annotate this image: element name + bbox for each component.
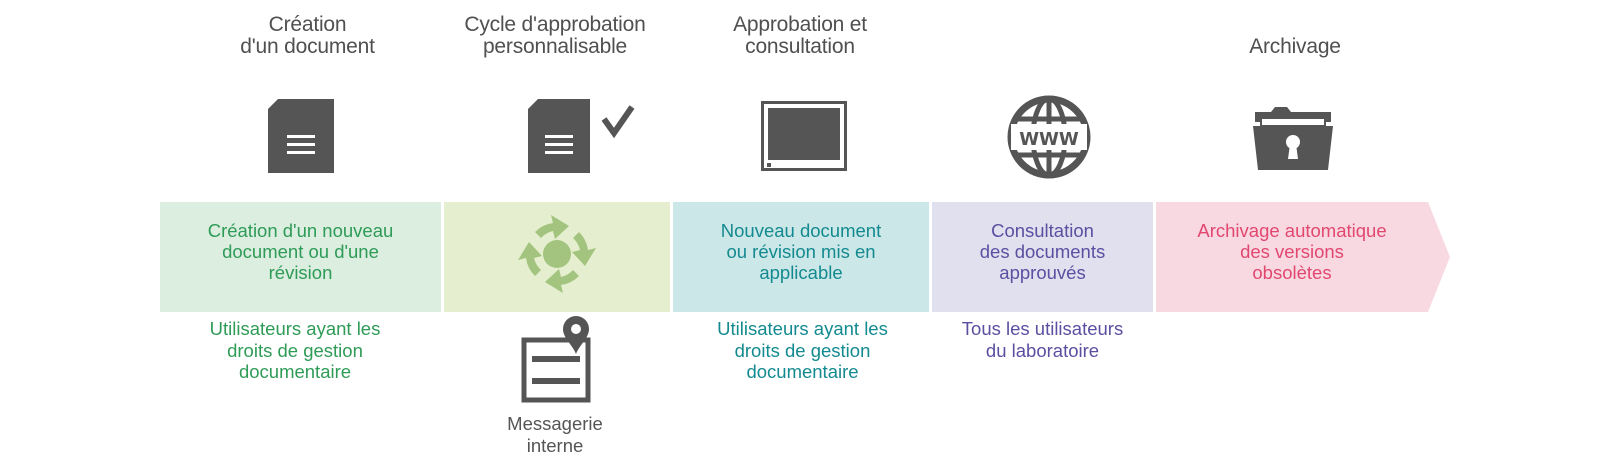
stage-4-band-text: Consultation des documents approuvés <box>979 220 1106 283</box>
stage-5-band-arrow <box>1156 202 1450 312</box>
stage-4-users-text: Tous les utilisateurs du laboratoire <box>961 318 1124 361</box>
svg-text:WWW: WWW <box>1019 129 1079 150</box>
stage-1-users-text: Utilisateurs ayant les droits de gestion… <box>209 318 381 382</box>
stage-1-title: Création d'un document <box>240 13 375 58</box>
stage-3-title: Approbation et consultation <box>733 13 867 58</box>
stage-4-band <box>932 202 1153 312</box>
stage-1-band <box>160 202 441 312</box>
stage-3-band <box>673 202 929 312</box>
document-check-icon <box>528 99 635 173</box>
stage-2-title: Cycle d'approbation personnalisable <box>464 13 646 58</box>
locked-folder-icon <box>1253 107 1333 170</box>
document-icon <box>268 99 334 173</box>
www-globe-icon: WWW <box>1007 95 1091 179</box>
stage-1-band-text: Création d'un nouveau document ou d'une … <box>207 220 394 283</box>
stage-3-band-text: Nouveau document ou révision mis en appl… <box>720 220 882 283</box>
stage-5-title: Archivage <box>1249 35 1341 58</box>
cycle-arrows-icon <box>518 215 596 293</box>
message-pin-icon <box>521 316 591 403</box>
monitor-icon <box>761 101 847 171</box>
stage-2-messaging-text: Messagerie interne <box>507 413 603 456</box>
stage-3-users-text: Utilisateurs ayant les droits de gestion… <box>717 318 888 382</box>
stage-5-band-text: Archivage automatique des versions obsol… <box>1197 220 1387 283</box>
